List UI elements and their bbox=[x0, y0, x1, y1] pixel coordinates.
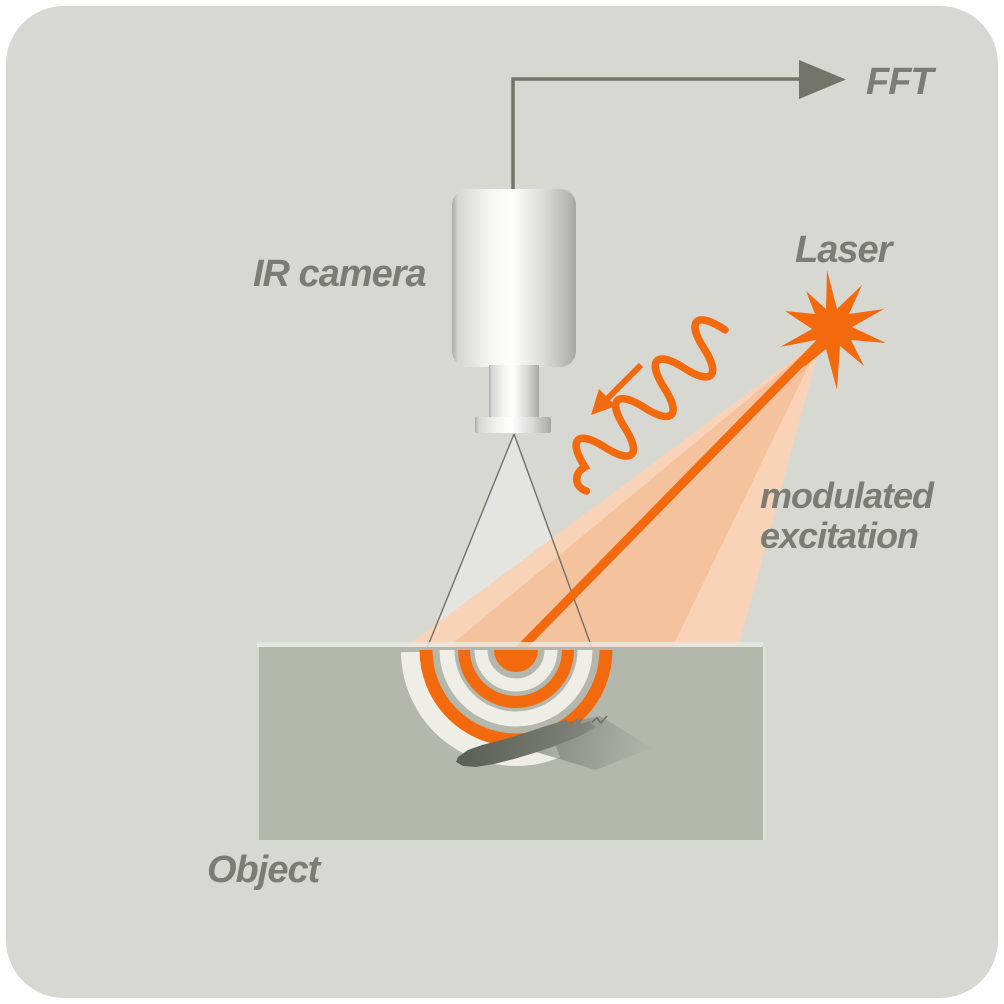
modulation-wave-icon bbox=[572, 316, 729, 495]
crack-scratch-marks bbox=[591, 715, 608, 725]
laser-label: Laser bbox=[795, 229, 895, 271]
modulated-label-line2: excitation bbox=[760, 515, 918, 556]
laser-beam-glow-inner bbox=[447, 338, 822, 648]
ir-camera bbox=[452, 189, 576, 433]
object-top-highlight bbox=[257, 642, 763, 647]
thermal-wave-rings bbox=[401, 649, 652, 770]
ir-camera-body bbox=[452, 189, 576, 367]
object-right-highlight bbox=[763, 647, 766, 840]
ir-camera-lens-barrel bbox=[489, 365, 539, 419]
ir-camera-lens-flange bbox=[475, 417, 551, 433]
fft-wire bbox=[511, 77, 799, 192]
modulated-label-line1: modulated bbox=[760, 475, 935, 516]
ir-camera-label: IR camera bbox=[253, 253, 427, 295]
laser-beam bbox=[515, 337, 826, 654]
laser-beam-glow-outer bbox=[404, 338, 822, 648]
laser-starburst-icon bbox=[780, 270, 886, 390]
fft-label: FFT bbox=[866, 61, 936, 103]
thermal-hotspot bbox=[494, 650, 538, 672]
thermal-ring-cream-inner bbox=[474, 649, 558, 692]
object-label: Object bbox=[207, 849, 322, 891]
thermal-ring-orange-mid bbox=[458, 649, 574, 708]
camera-view-cone-lines bbox=[426, 433, 593, 649]
defect-crack bbox=[456, 718, 595, 767]
thermal-ring-cream-mid bbox=[439, 649, 593, 727]
fft-arrow-icon bbox=[799, 60, 846, 99]
wave-direction-arrow-icon bbox=[591, 362, 644, 415]
